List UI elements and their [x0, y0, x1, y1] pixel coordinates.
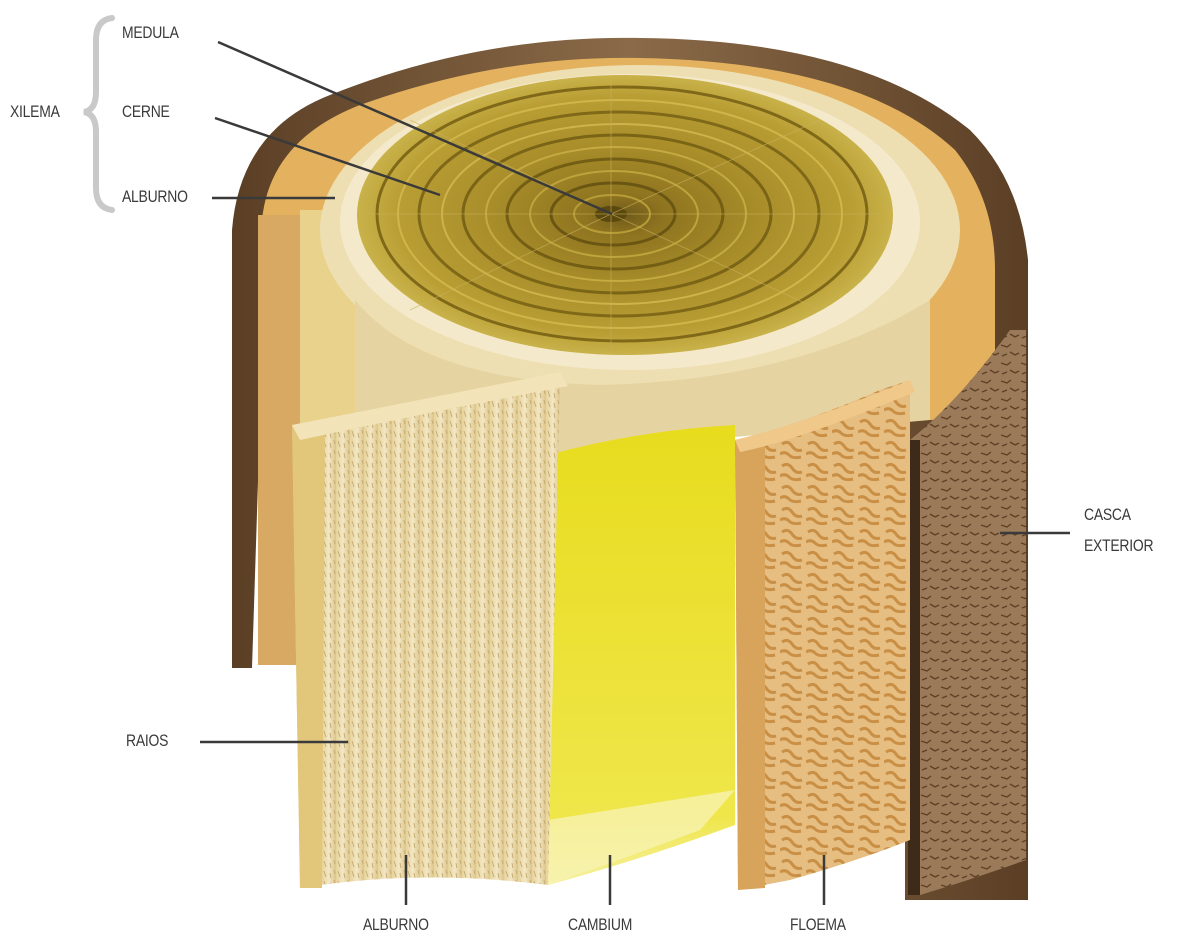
label-raios: RAIOS: [126, 732, 168, 750]
medula-leader: [218, 42, 612, 214]
label-floema: FLOEMA: [790, 916, 846, 934]
cerne-leader: [215, 118, 440, 195]
xilema-bracket: [84, 18, 112, 210]
label-cambium: CAMBIUM: [568, 916, 632, 934]
label-cerne: CERNE: [122, 103, 170, 121]
label-alburno-bottom: ALBURNO: [363, 916, 429, 934]
label-medula: MEDULA: [122, 24, 179, 42]
label-casca-line1: CASCA: [1084, 506, 1131, 524]
label-xilema: XILEMA: [10, 103, 60, 121]
label-alburno-top: ALBURNO: [122, 188, 188, 206]
label-casca-line2: EXTERIOR: [1084, 537, 1153, 555]
